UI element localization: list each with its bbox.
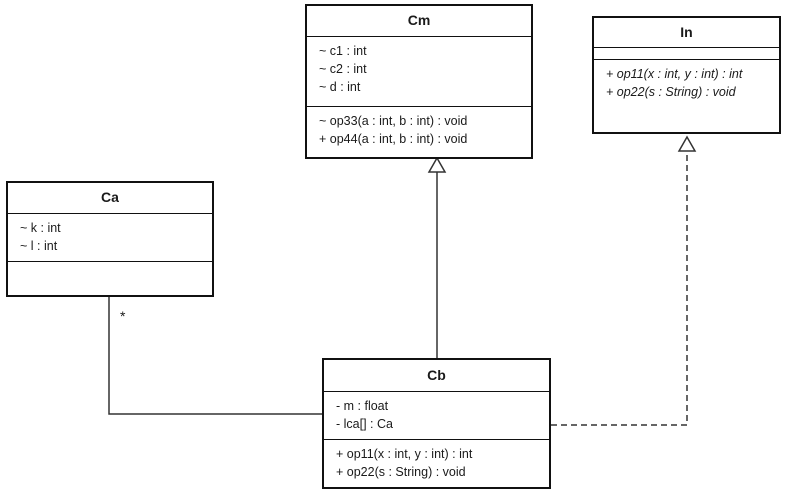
attributes-compartment: ~ c1 : int ~ c2 : int ~ d : int: [307, 37, 531, 107]
attributes-compartment: - m : float - lca[] : Ca: [324, 392, 549, 440]
attribute-row: - m : float: [336, 399, 389, 413]
operation-row: + op44(a : int, b : int) : void: [319, 132, 468, 146]
operations-compartment: ~ op33(a : int, b : int) : void + op44(a …: [307, 107, 531, 157]
class-name: Cm: [307, 6, 531, 37]
attributes-compartment: [594, 48, 779, 60]
realization-arrowhead: [677, 135, 697, 152]
association-ca-cb: [108, 297, 322, 415]
class-cb[interactable]: Cb - m : float - lca[] : Ca + op11(x : in…: [322, 358, 551, 489]
realization-cb-in: [551, 151, 688, 426]
class-name: Ca: [8, 183, 212, 214]
class-ca[interactable]: Ca ~ k : int ~ l : int: [6, 181, 214, 297]
attribute-row: ~ l : int: [20, 239, 58, 253]
operation-row: + op22(s : String) : void: [606, 85, 736, 99]
interface-in[interactable]: In + op11(x : int, y : int) : int + op22(…: [592, 16, 781, 134]
attribute-row: ~ k : int: [20, 221, 61, 235]
association-multiplicity: *: [120, 308, 126, 324]
attribute-row: ~ d : int: [319, 80, 361, 94]
generalization-arrowhead: [427, 156, 447, 173]
operation-row: + op11(x : int, y : int) : int: [336, 447, 473, 461]
class-name: In: [594, 18, 779, 48]
operations-compartment: + op11(x : int, y : int) : int + op22(s :…: [324, 440, 549, 487]
attribute-row: - lca[] : Ca: [336, 417, 393, 431]
attributes-compartment: ~ k : int ~ l : int: [8, 214, 212, 262]
class-cm[interactable]: Cm ~ c1 : int ~ c2 : int ~ d : int ~ op33(…: [305, 4, 533, 159]
class-name: Cb: [324, 360, 549, 392]
attribute-row: ~ c1 : int: [319, 44, 367, 58]
operation-row: ~ op33(a : int, b : int) : void: [319, 114, 468, 128]
operation-row: + op11(x : int, y : int) : int: [606, 67, 743, 81]
attribute-row: ~ c2 : int: [319, 62, 367, 76]
operations-compartment: + op11(x : int, y : int) : int + op22(s :…: [594, 60, 779, 132]
operations-compartment: [8, 262, 212, 295]
operation-row: + op22(s : String) : void: [336, 465, 466, 479]
